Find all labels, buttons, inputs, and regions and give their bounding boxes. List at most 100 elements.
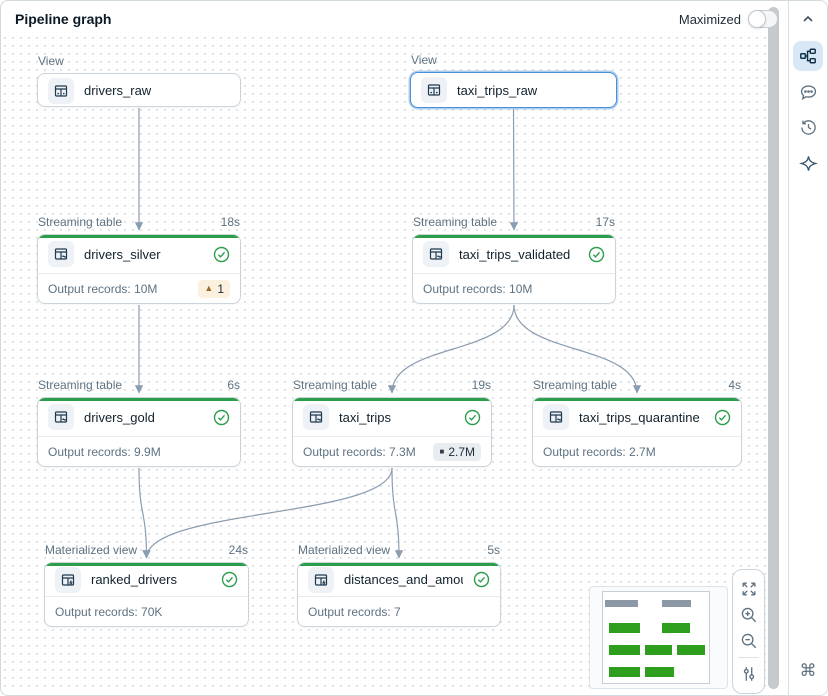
node-kind-label: Streaming table xyxy=(293,378,378,392)
zoom-out-icon xyxy=(741,633,756,649)
table-icon xyxy=(48,241,74,267)
node-kind-label: Streaming table xyxy=(38,215,123,229)
minimap-node-bar xyxy=(609,623,640,633)
table-icon xyxy=(423,241,449,267)
output-records-label: Output records: 2.7M xyxy=(543,444,656,459)
node-card[interactable]: drivers_raw xyxy=(37,73,241,107)
success-check-icon xyxy=(464,409,481,426)
node-duration-label: 5s xyxy=(487,543,500,557)
node-name: taxi_trips_raw xyxy=(457,82,538,98)
node-name: drivers_silver xyxy=(84,246,161,262)
edge-taxi_trips_validated-to-taxi_trips xyxy=(387,304,515,394)
pipeline-node-drivers_raw: View drivers_raw xyxy=(37,54,241,107)
node-name: distances_and_amounts_b... xyxy=(344,572,463,587)
edge-taxi_trips-to-distances_and_amounts xyxy=(391,467,404,559)
node-duration-label: 18s xyxy=(220,215,240,229)
node-kind-label: Streaming table xyxy=(38,378,123,392)
success-check-icon xyxy=(213,409,230,426)
output-records-label: Output records: 9.9M xyxy=(48,444,161,459)
node-kind-label: Materialized view xyxy=(45,543,138,557)
graph-filters-button[interactable] xyxy=(736,661,762,687)
node-name: drivers_gold xyxy=(84,409,155,425)
node-card[interactable]: taxi_trips_raw xyxy=(410,72,617,108)
table-icon xyxy=(303,404,329,430)
badge-text: 1 xyxy=(217,281,224,296)
zoom-in-icon xyxy=(741,607,756,623)
node-duration-label: 6s xyxy=(227,378,240,392)
edge-taxi_trips_validated-to-taxi_trips_quarantine xyxy=(513,304,642,394)
command-shortcut-icon[interactable]: ⌘ xyxy=(799,661,817,680)
table-icon xyxy=(48,404,74,430)
filters-icon xyxy=(743,667,754,681)
page-title: Pipeline graph xyxy=(15,11,112,27)
node-card[interactable]: drivers_gold Output records: 9.9M xyxy=(37,397,241,467)
edge-drivers_gold-to-ranked_drivers xyxy=(138,467,151,559)
node-card[interactable]: ranked_drivers Output records: 70K xyxy=(44,562,249,627)
table-icon xyxy=(421,77,447,103)
table-icon xyxy=(48,77,74,104)
node-name: ranked_drivers xyxy=(91,572,177,587)
node-duration-label: 24s xyxy=(228,543,248,557)
maximized-toggle[interactable] xyxy=(748,10,778,28)
minimap-node-bar xyxy=(605,600,638,607)
success-check-icon xyxy=(714,409,731,426)
output-records-label: Output records: 70K xyxy=(55,604,163,619)
sparkle-icon xyxy=(798,155,818,171)
fit-to-screen-button[interactable] xyxy=(736,576,762,602)
pipeline-node-ranked_drivers: Materialized view 24s ranked_drivers Out… xyxy=(44,543,249,627)
minimap[interactable] xyxy=(589,586,728,689)
zoom-in-button[interactable] xyxy=(736,602,762,628)
history-clock-icon xyxy=(800,119,816,135)
pipeline-node-distances_and_amounts: Materialized view 5s distances_and_amoun… xyxy=(297,543,501,627)
zoom-controls xyxy=(732,569,765,694)
node-name: taxi_trips_validated xyxy=(459,246,571,262)
edges-layer xyxy=(134,108,642,559)
sidebar-item-comments[interactable] xyxy=(793,77,823,107)
zoom-out-button[interactable] xyxy=(736,628,762,654)
output-records-label: Output records: 10M xyxy=(423,281,533,296)
node-card[interactable]: taxi_trips_quarantine Output records: 2.… xyxy=(532,397,742,467)
toggle-knob xyxy=(748,10,766,28)
badge-glyph-icon: ■ xyxy=(439,446,445,456)
minimap-node-bar xyxy=(645,645,672,655)
success-check-icon xyxy=(221,571,238,588)
pipeline-node-taxi_trips_raw: View taxi_trips_raw xyxy=(410,53,617,108)
node-kind-label: Materialized view xyxy=(298,543,391,557)
badge-text: 2.7M xyxy=(448,444,475,459)
node-card[interactable]: taxi_trips_validated Output records: 10M xyxy=(412,234,616,304)
node-name: drivers_raw xyxy=(84,83,152,98)
sidebar-item-pipeline-graph[interactable] xyxy=(793,41,823,71)
node-kind-label: Streaming table xyxy=(413,215,498,229)
sidebar-item-event-history[interactable] xyxy=(793,112,823,142)
node-card[interactable]: distances_and_amounts_b... Output record… xyxy=(297,562,501,627)
comments-icon xyxy=(800,84,816,100)
output-records-label: Output records: 7.3M xyxy=(303,444,416,459)
node-card[interactable]: taxi_trips Output records: 7.3M ■ 2.7M xyxy=(292,397,492,467)
edge-taxi_trips-to-ranked_drivers xyxy=(142,467,393,559)
metric-badge[interactable]: ▲ 1 xyxy=(198,279,230,298)
collapse-chevron-up-button[interactable] xyxy=(793,8,823,30)
pipeline-node-drivers_gold: Streaming table 6s drivers_gold Output r… xyxy=(37,378,241,467)
metric-badge[interactable]: ■ 2.7M xyxy=(433,442,481,461)
pipeline-node-drivers_silver: Streaming table 18s drivers_silver Outpu… xyxy=(37,215,241,304)
minimap-node-bar xyxy=(662,600,691,607)
node-name: taxi_trips_quarantine xyxy=(579,409,700,425)
node-name: taxi_trips xyxy=(339,409,392,425)
output-records-label: Output records: 10M xyxy=(48,281,158,296)
edge-taxi_trips_raw-to-taxi_trips_validated xyxy=(509,108,519,231)
pipeline-node-taxi_trips_validated: Streaming table 17s taxi_trips_validated… xyxy=(412,215,616,304)
output-records-label: Output records: 7 xyxy=(308,604,401,619)
sidebar-item-assistant[interactable] xyxy=(793,148,823,178)
table-icon xyxy=(543,404,569,430)
vertical-scrollbar[interactable] xyxy=(768,7,779,689)
right-sidebar: ⌘ xyxy=(788,1,827,695)
pipeline-canvas[interactable]: Pipeline graph Maximized View drivers_ra… xyxy=(1,1,788,695)
node-kind-label: Streaming table xyxy=(533,378,618,392)
node-kind-label: View xyxy=(38,54,64,68)
node-card[interactable]: drivers_silver Output records: 10M ▲ 1 xyxy=(37,234,241,304)
minimap-node-bar xyxy=(609,667,640,677)
node-duration-label: 4s xyxy=(728,378,741,392)
minimap-node-bar xyxy=(677,645,705,655)
minimap-node-bar xyxy=(609,645,640,655)
